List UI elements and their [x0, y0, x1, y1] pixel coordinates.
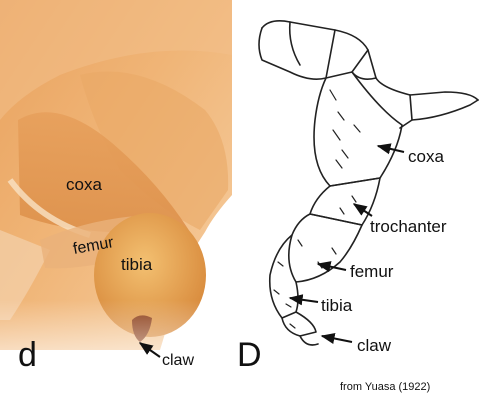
arrow-tibia-drawing: [290, 298, 318, 302]
label-coxa-photo: coxa: [66, 175, 102, 194]
drawing-panel: [259, 21, 478, 345]
label-tibia-photo: tibia: [121, 255, 153, 274]
source-credit: from Yuasa (1922): [340, 381, 430, 393]
arrow-coxa-drawing: [378, 146, 404, 152]
body-outline: [262, 21, 478, 100]
arrow-trochanter-drawing: [354, 204, 372, 216]
photo-panel: coxa femur tibia claw d: [0, 0, 232, 396]
panel-letter-D: D: [237, 336, 262, 374]
label-claw-photo: claw: [162, 352, 194, 369]
arrow-claw-drawing: [322, 336, 352, 342]
label-femur-drawing: femur: [350, 262, 394, 281]
label-coxa-drawing: coxa: [408, 147, 444, 166]
label-tibia-drawing: tibia: [321, 296, 353, 315]
panel-letter-d: d: [18, 336, 37, 374]
label-claw-drawing: claw: [357, 336, 392, 355]
claw-drawing: [300, 336, 318, 345]
label-trochanter-drawing: trochanter: [370, 217, 447, 236]
